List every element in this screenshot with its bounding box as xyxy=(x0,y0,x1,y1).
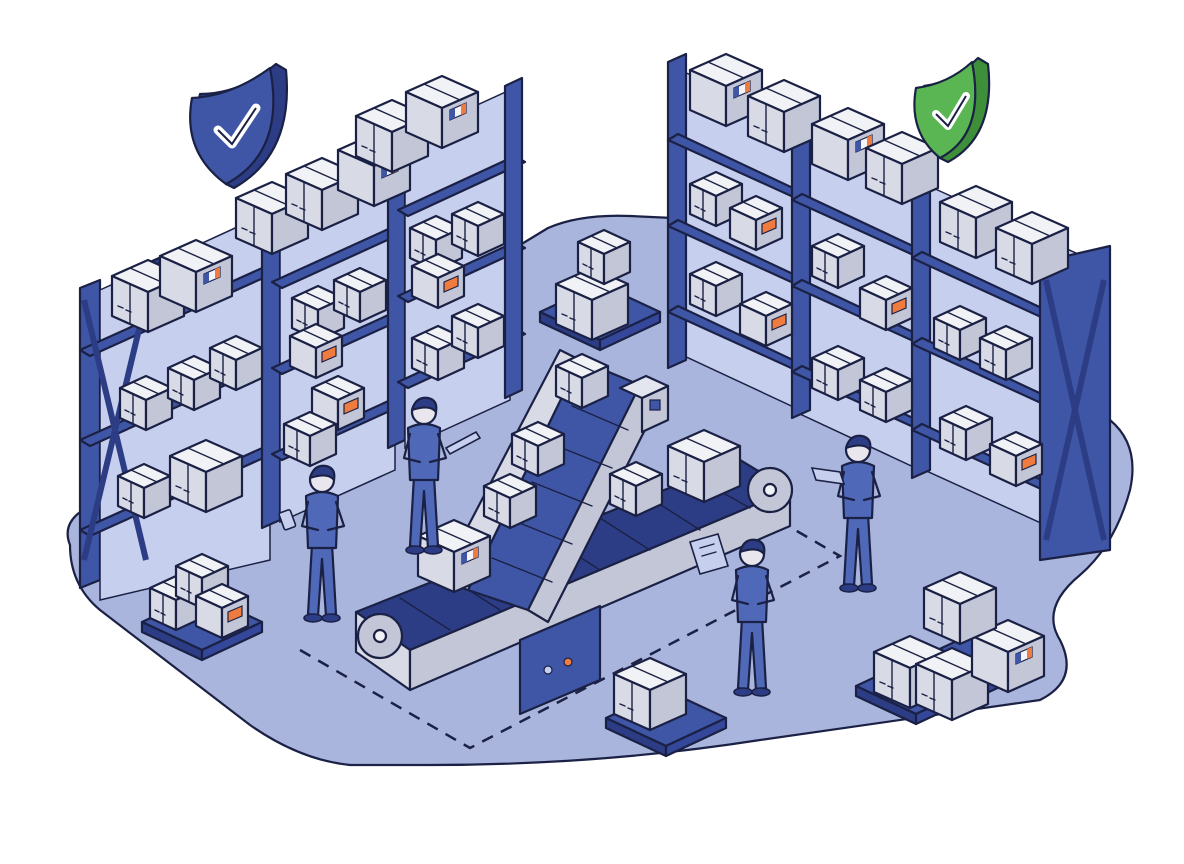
shield-check-icon xyxy=(913,56,991,164)
worker-scanning-left xyxy=(278,464,346,624)
worker-tablet-front xyxy=(688,533,776,698)
shield-check-icon xyxy=(189,62,288,190)
worker-tablet-back xyxy=(402,396,482,556)
worker-tablet-right xyxy=(810,434,882,594)
